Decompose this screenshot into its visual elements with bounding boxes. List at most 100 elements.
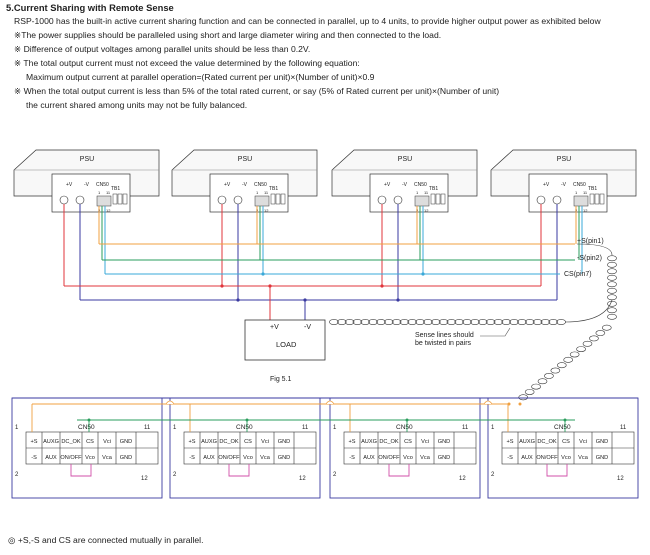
connector-pin-label: AUX [45, 455, 57, 461]
connector-pin-label: Vca [102, 455, 113, 461]
connector-pin-end: 12 [299, 476, 306, 482]
connector-pin-label: Vci [579, 439, 587, 445]
figure-label: Fig 5.1 [270, 376, 292, 383]
twisted-pair-loop [415, 319, 425, 325]
twisted-pair-loop [569, 351, 580, 358]
twisted-pair-loop [360, 319, 371, 325]
junction-dot [396, 298, 400, 302]
wire-crossover [325, 400, 335, 405]
connector-pin-label: DC_OK [379, 439, 399, 445]
twisted-pair-loop [544, 372, 554, 379]
connector-pin-label: -S [349, 455, 355, 461]
connector-pin-label: Vco [85, 455, 95, 461]
twisted-pair-loop [376, 319, 386, 325]
twisted-pair-loop [607, 287, 617, 294]
on-off-link [228, 464, 250, 477]
twisted-pair-loop [601, 324, 612, 331]
twisted-pair-loop [524, 389, 535, 395]
twisted-pair-loop [352, 319, 363, 325]
note-low-current: ※ When the total output current is less … [14, 86, 500, 96]
tb1-terminal [430, 193, 436, 205]
twisted-pair-loop [383, 319, 394, 325]
psu-pin11-label: 11 [106, 190, 111, 195]
connector-pin-label: AUX [521, 455, 533, 461]
cn50-socket [573, 195, 589, 207]
connector-pin-label: ON/OFF [536, 455, 558, 461]
twist-connector [564, 299, 613, 323]
psu-terminal-panel [369, 173, 449, 213]
connector-pin-first: 1 [15, 425, 19, 431]
connector-pin-label: +S [507, 439, 514, 445]
tb1-terminal [275, 193, 281, 205]
connector-pin-end: 12 [617, 476, 624, 482]
connector-pin-label: Vco [243, 455, 253, 461]
junction-dot [303, 298, 307, 302]
plus-s-junction [507, 402, 511, 406]
twisted-pair-loop [607, 261, 617, 268]
twisted-pair-loop [607, 268, 617, 275]
section-title: 5.Current Sharing with Remote Sense [6, 2, 174, 13]
on-off-link [546, 464, 568, 477]
tb1-terminal [112, 193, 118, 205]
tb1-terminal [435, 193, 441, 205]
connector-pin-first: 1 [333, 425, 337, 431]
connector-pin-label: GND [278, 439, 290, 445]
connector-pin-first: 1 [491, 425, 495, 431]
on-off-link [388, 464, 410, 477]
plus-s-junction [518, 402, 522, 406]
connector-pin-label: Vca [260, 455, 271, 461]
twisted-pair-loop [540, 319, 551, 325]
twisted-pair-loop [607, 300, 617, 307]
psu-pin12-label: 12 [264, 208, 269, 213]
twisted-pair-loop [550, 367, 561, 374]
twisted-pair-loop [589, 335, 599, 342]
cs-label: CS(pin7) [564, 271, 592, 278]
tb1-terminal [594, 193, 600, 205]
psu-minus-v-label: -V [242, 182, 248, 188]
twisted-pair-loop [399, 319, 410, 325]
twisted-pair-loop [336, 319, 347, 325]
footer-note: ◎ +S,-S and CS are connected mutually in… [8, 535, 204, 545]
connector-pin-second: 2 [15, 472, 19, 478]
psu-pin1-label: 1 [256, 190, 259, 195]
connector-pin-last: 11 [620, 425, 627, 431]
connector-pin-label: GND [278, 455, 290, 461]
psu-pin1-label: 1 [98, 190, 101, 195]
psu-minus-v-label: -V [402, 182, 408, 188]
tb1-terminal [117, 193, 123, 205]
psu-minus-v-label: -V [84, 182, 90, 188]
psu-terminal-panel [528, 173, 608, 213]
twisted-pair-loop [582, 340, 593, 347]
twisted-pair-loop [438, 319, 449, 325]
twisted-pair-loop [470, 319, 480, 325]
twisted-pair-loop [607, 294, 617, 301]
connector-pin-label: CS [562, 439, 570, 445]
twisted-pair-loop [391, 319, 402, 325]
note-wiring: ※The power supplies should be paralleled… [14, 30, 442, 40]
psu-pin11-label: 11 [264, 190, 269, 195]
twisted-pair-loop [607, 313, 617, 320]
connector-pin-label: AUXG [361, 439, 377, 445]
sense-wiring [63, 204, 617, 401]
connector-pin-label: DC_OK [61, 439, 81, 445]
psu-pin11-label: 11 [583, 190, 588, 195]
twisted-pair-loop [517, 319, 527, 325]
psu-pin12-label: 12 [106, 208, 111, 213]
load-box [244, 319, 326, 361]
psu-plus-v-label: +V [543, 182, 550, 188]
connector-pin-last: 11 [302, 425, 309, 431]
twisted-pair-loop [485, 319, 496, 325]
connector-title: CN50 [396, 424, 413, 431]
connector-pin-label: CS [86, 439, 94, 445]
twisted-pair-loop [524, 319, 535, 325]
tb1-terminal [440, 193, 446, 205]
junction-dot [261, 272, 265, 276]
psu-minus-v-label: -V [561, 182, 567, 188]
connector-pin-label: AUXG [519, 439, 535, 445]
psu-terminal-panel [51, 173, 131, 213]
